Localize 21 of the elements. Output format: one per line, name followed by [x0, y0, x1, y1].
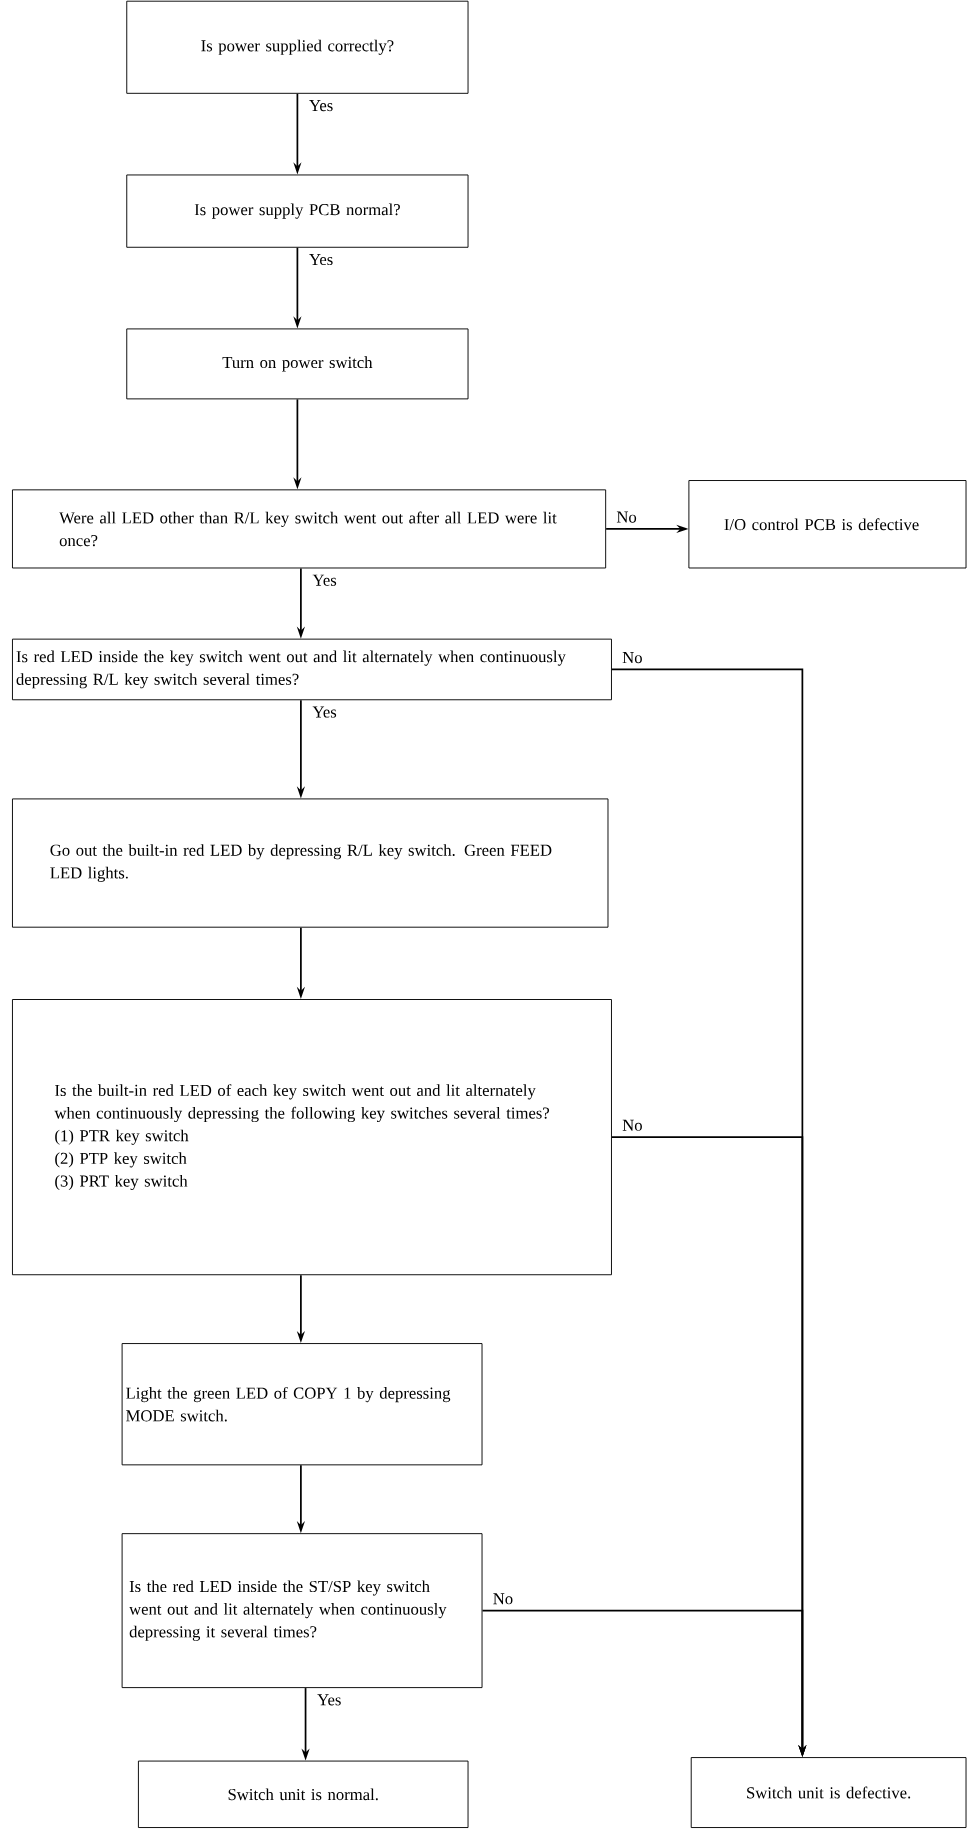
edge-label: Yes: [310, 704, 339, 720]
edge-label: Yes: [307, 98, 336, 114]
decision-box: Were all LED other than R/L key switch went out after all LED were lit once?: [12, 489, 607, 569]
process-box: Turn on power switch: [126, 328, 469, 400]
edge-label: Yes: [307, 252, 336, 268]
decision-box: Is the built-in red LED of each key switch went out and lit alternately when continuously depressing the following key switches several times? (1) PTR key switch (2) PTP key switch (3) PRT key switch: [12, 999, 612, 1276]
decision-box: Is power supplied correctly?: [126, 0, 469, 94]
process-box: Light the green LED of COPY 1 by depressing MODE switch.: [121, 1343, 483, 1466]
process-box: Go out the built-in red LED by depressing R/L key switch. Green FEED LED lights.: [12, 798, 609, 928]
decision-box: Is power supply PCB normal?: [126, 174, 469, 248]
edge-label: Yes: [310, 572, 339, 588]
edge-label: No: [620, 650, 645, 666]
decision-box: Is red LED inside the key switch went out and lit alternately when continuously depressing R/L key switch several times?: [12, 638, 612, 701]
result-box: I/O control PCB is defective: [688, 480, 967, 569]
edge-label: No: [614, 509, 639, 525]
decision-box: Is the red LED inside the ST/SP key switch went out and lit alternately when continuously depressing it several times?: [121, 1533, 483, 1689]
result-box: Switch unit is defective.: [690, 1757, 967, 1828]
edge-label: Yes: [315, 1692, 344, 1708]
edge-label: No: [490, 1591, 516, 1607]
edge-label: No: [620, 1117, 645, 1133]
result-box: Switch unit is normal.: [137, 1760, 469, 1828]
